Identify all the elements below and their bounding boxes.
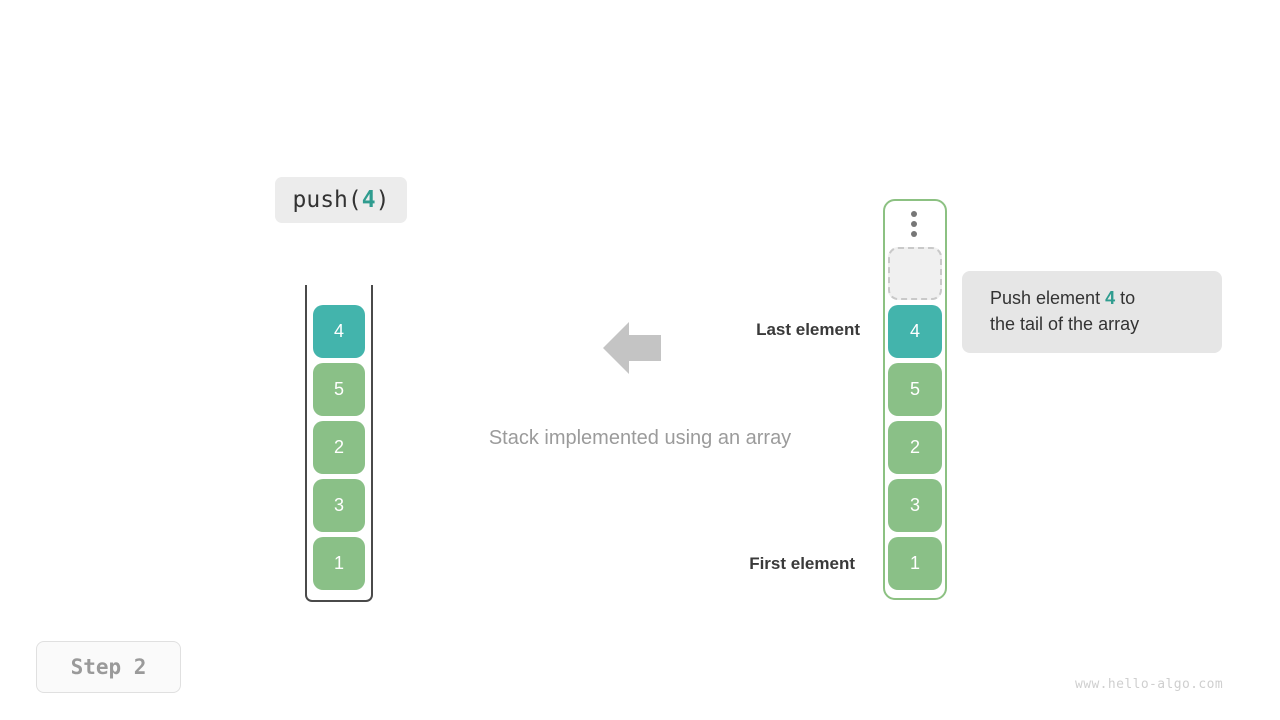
callout-line1-after: to xyxy=(1115,288,1136,308)
array-empty-slot xyxy=(888,247,942,300)
stack-cell: 1 xyxy=(313,537,365,590)
page-caption: Stack implemented using an array xyxy=(488,427,792,449)
callout-line2: the tail of the array xyxy=(990,314,1140,334)
watermark: www.hello-algo.com xyxy=(1075,677,1224,692)
array-cell-list: 4 5 2 3 1 xyxy=(888,305,942,595)
array-cell: 1 xyxy=(888,537,942,590)
label-first-element: First element xyxy=(749,554,855,573)
array-cell: 4 xyxy=(888,305,942,358)
operation-label: push(4) xyxy=(275,177,407,223)
callout-line1-before: Push element xyxy=(990,288,1106,308)
callout-highlight: 4 xyxy=(1105,288,1116,308)
stack-cell: 2 xyxy=(313,421,365,474)
label-last-element: Last element xyxy=(756,320,860,339)
operation-argument: 4 xyxy=(361,187,376,213)
stack-cell: 4 xyxy=(313,305,365,358)
operation-suffix: ) xyxy=(375,187,390,213)
operation-prefix: push( xyxy=(292,187,362,213)
stack-cell: 5 xyxy=(313,363,365,416)
array-cell: 3 xyxy=(888,479,942,532)
vertical-ellipsis-icon xyxy=(910,211,918,237)
stack-cell: 3 xyxy=(313,479,365,532)
stack-cell-list: 4 5 2 3 1 xyxy=(313,305,365,595)
step-badge: Step 2 xyxy=(36,641,181,693)
arrow-left-icon xyxy=(603,322,661,374)
array-cell: 2 xyxy=(888,421,942,474)
callout-note: Push element 4 to the tail of the array xyxy=(962,271,1222,353)
array-cell: 5 xyxy=(888,363,942,416)
stack-container xyxy=(305,285,373,602)
